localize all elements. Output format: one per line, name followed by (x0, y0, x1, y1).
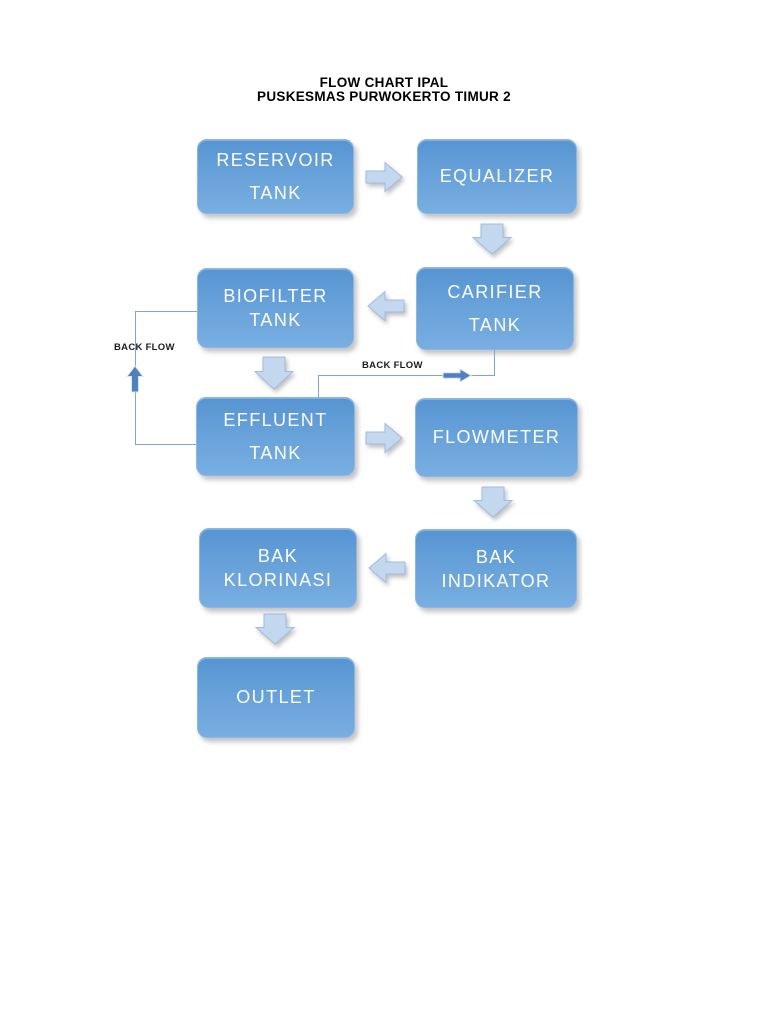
backflow-mid-line-horizontal (318, 375, 495, 376)
solid-arrow-up-icon (125, 365, 145, 393)
node-label-line: TANK (468, 314, 522, 335)
backflow-mid-line-right-vertical (494, 350, 495, 376)
title-line-2: PUSKESMAS PURWOKERTO TIMUR 2 (257, 89, 511, 104)
backflow-left-line-top (135, 311, 197, 312)
block-arrow-down-icon (253, 356, 295, 390)
node-bak-klorinasi: BAK KLORINASI (199, 528, 357, 608)
node-label-line: BAK (257, 546, 299, 566)
block-arrow-down-icon (254, 613, 296, 645)
node-label-line: TANK (249, 182, 302, 203)
node-label-line: CARIFIER (447, 281, 543, 302)
node-equalizer: EQUALIZER (417, 139, 577, 214)
node-flowmeter: FLOWMETER (415, 398, 578, 477)
block-arrow-left-icon (367, 290, 405, 322)
node-biofilter-tank: BIOFILTER TANK (197, 268, 354, 348)
backflow-mid-label: BACK FLOW (362, 360, 423, 371)
solid-arrow-right-icon (442, 368, 472, 383)
node-label-line: BAK (475, 546, 517, 567)
block-arrow-right-icon (365, 422, 403, 454)
node-label-line: RESERVOIR (216, 149, 335, 170)
title-line-1: FLOW CHART IPAL (319, 75, 449, 90)
block-arrow-right-icon (365, 161, 403, 193)
page-title: FLOW CHART IPAL PUSKESMAS PURWOKERTO TIM… (0, 76, 768, 104)
node-label-line: KLORINASI (223, 570, 333, 590)
node-label-line: OUTLET (236, 687, 316, 707)
node-label-line: INDIKATOR (441, 570, 551, 591)
block-arrow-down-icon (471, 223, 513, 255)
node-reservoir-tank: RESERVOIR TANK (197, 139, 354, 214)
backflow-left-label: BACK FLOW (114, 342, 175, 353)
node-label-line: EQUALIZER (439, 166, 555, 186)
node-carifier-tank: CARIFIER TANK (416, 267, 574, 350)
block-arrow-left-icon (368, 552, 406, 584)
node-label-line: BIOFILTER (223, 286, 328, 306)
node-label-line: EFFLUENT (223, 409, 328, 430)
node-bak-indikator: BAK INDIKATOR (415, 529, 577, 608)
node-outlet: OUTLET (197, 657, 355, 738)
backflow-left-line-bottom (135, 444, 196, 445)
node-effluent-tank: EFFLUENT TANK (196, 397, 355, 476)
backflow-mid-line-left-vertical (318, 375, 319, 397)
node-label-line: TANK (249, 310, 302, 330)
node-label-line: FLOWMETER (432, 427, 561, 447)
node-label-line: TANK (249, 442, 302, 463)
block-arrow-down-icon (472, 486, 514, 518)
